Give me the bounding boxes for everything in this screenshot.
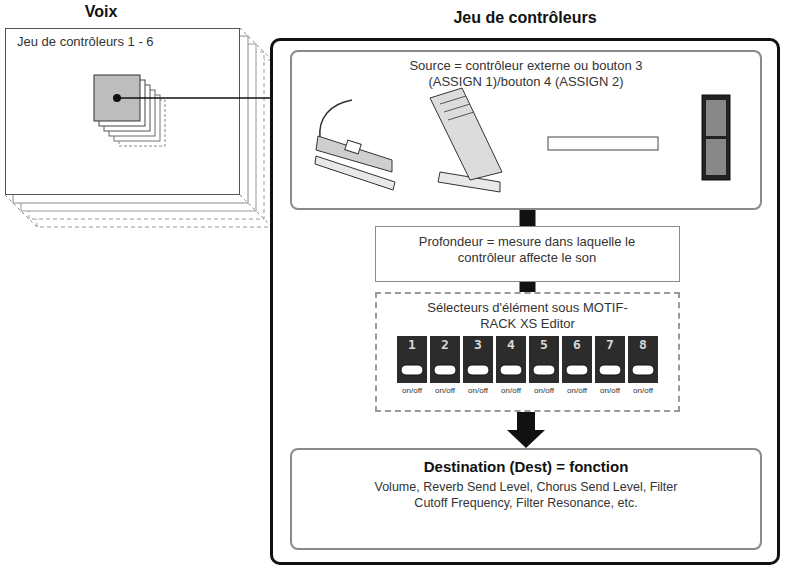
pedal-cable [320, 100, 352, 138]
set-square [109, 90, 155, 136]
switch-caption: on/off [593, 386, 627, 395]
flow-bar [520, 210, 536, 226]
foot-controller [438, 172, 500, 192]
switch-button [467, 365, 489, 375]
node-label: Source = contrôleur externe ou bouton 3 … [390, 58, 662, 91]
depth-box: Profondeur = mesure dans laquelle le con… [375, 226, 680, 282]
foot-controller [448, 112, 474, 120]
node-heading: Destination (Dest) = fonction [292, 458, 760, 477]
node-heading: Voix [6, 2, 196, 22]
node-label: Profondeur = mesure dans laquelle le con… [400, 234, 654, 267]
element-number: 5 [529, 337, 559, 352]
switch-button [401, 365, 423, 375]
switch-caption: on/off [494, 386, 528, 395]
flow-arrow [507, 412, 545, 448]
foot-controller [430, 88, 502, 180]
element-number: 3 [463, 337, 493, 352]
element-switch-box: Sélecteurs d'élément sous MOTIF-RACK XS … [375, 292, 680, 412]
node-heading: Jeu de contrôleurs [273, 8, 777, 28]
switch-caption: on/off [428, 386, 462, 395]
leader-connector [240, 97, 270, 99]
stack-edge [240, 28, 272, 60]
element-switch [463, 336, 493, 383]
switch-button [566, 365, 588, 375]
node-label: Sélecteurs d'élément sous MOTIF-RACK XS … [417, 300, 638, 333]
controller-set-box: Jeu de contrôleursSource = contrôleur ex… [270, 38, 780, 565]
switch-caption: on/off [560, 386, 594, 395]
element-number: 8 [628, 337, 658, 352]
switch-button [632, 365, 654, 375]
element-number: 6 [562, 337, 592, 352]
element-number: 4 [496, 337, 526, 352]
stack-edge [240, 195, 272, 227]
node-body: Volume, Reverb Send Level, Chorus Send L… [364, 480, 688, 511]
switch-caption: on/off [626, 386, 660, 395]
element-switch [595, 336, 625, 383]
sustain-pedal [316, 136, 392, 172]
slider-controller [702, 95, 730, 180]
foot-controller [440, 96, 466, 104]
element-switch [529, 336, 559, 383]
switch-caption: on/off [461, 386, 495, 395]
element-switch [430, 336, 460, 383]
switch-button [434, 365, 456, 375]
set-square [114, 95, 160, 141]
leader-dot [113, 94, 121, 102]
sustain-pedal [315, 156, 395, 190]
element-number: 1 [397, 337, 427, 352]
switch-caption: on/off [395, 386, 429, 395]
ribbon-controller [548, 137, 658, 150]
set-square [94, 75, 140, 121]
voice-box: VoixJeu de contrôleurs 1 - 6 [5, 28, 240, 195]
slider-controller [706, 139, 726, 175]
node-label: Jeu de contrôleurs 1 - 6 [17, 34, 232, 50]
set-square [104, 85, 150, 131]
sustain-pedal [345, 140, 361, 154]
switch-button [599, 365, 621, 375]
set-square [119, 100, 165, 146]
element-number: 7 [595, 337, 625, 352]
destination-box: Destination (Dest) = fonctionVolume, Rev… [290, 448, 762, 550]
leader-line [117, 97, 240, 99]
source-box: Source = contrôleur externe ou bouton 3 … [290, 50, 762, 210]
flow-bar [520, 282, 536, 292]
slider-controller [706, 100, 726, 136]
element-number: 2 [430, 337, 460, 352]
element-switch [397, 336, 427, 383]
switch-button [533, 365, 555, 375]
stack-edge [5, 195, 37, 227]
element-switch [628, 336, 658, 383]
element-switch [496, 336, 526, 383]
set-square [99, 80, 145, 126]
element-switch [562, 336, 592, 383]
element-switches [397, 336, 658, 383]
switch-button [500, 365, 522, 375]
foot-controller [444, 104, 470, 112]
switch-caption: on/off [527, 386, 561, 395]
